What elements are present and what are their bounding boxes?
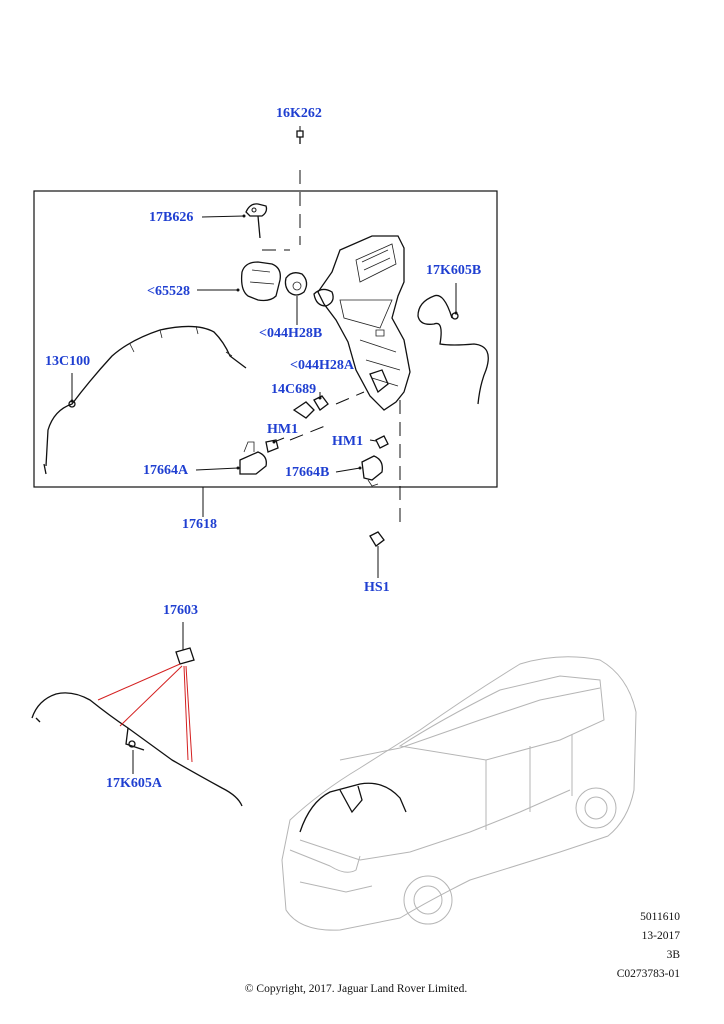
grommet-HM1-left — [265, 423, 331, 453]
callout-17664A: 17664A — [143, 463, 189, 478]
callout-044H28A: <044H28A — [290, 358, 354, 373]
callout-14C689: 14C689 — [271, 382, 317, 397]
reference-section: 3B — [666, 949, 680, 961]
callout-65528: <65528 — [147, 284, 190, 299]
hose-17K605B — [417, 283, 489, 405]
screw-16K262 — [296, 126, 304, 245]
callout-HM1-left: HM1 — [267, 422, 299, 437]
reference-block: 5011610 13-2017 3B C0273783-01 — [560, 908, 680, 984]
clip-044H28A — [335, 369, 389, 405]
harness-13C100 — [43, 325, 247, 475]
callout-HM1-right: HM1 — [332, 434, 364, 449]
assembly-frame — [33, 190, 498, 488]
reference-code: C0273783-01 — [616, 968, 680, 980]
callout-17618: 17618 — [182, 517, 217, 532]
pump-65528 — [197, 249, 308, 325]
callout-17K605A: 17K605A — [106, 776, 162, 791]
callout-16K262: 16K262 — [276, 106, 322, 121]
reference-date: 13-2017 — [641, 930, 680, 942]
washer-reservoir — [313, 235, 411, 480]
callout-044H28B: <044H28B — [259, 326, 323, 341]
pump-17664B — [335, 435, 389, 487]
sensor-14C689 — [292, 392, 329, 419]
callout-HS1: HS1 — [364, 580, 390, 595]
reference-number: 5011610 — [640, 911, 680, 923]
screw-HS1 — [369, 486, 401, 578]
callout-13C100: 13C100 — [45, 354, 91, 369]
copyright-notice: © Copyright, 2017. Jaguar Land Rover Lim… — [244, 983, 468, 995]
bracket-17B626 — [201, 203, 268, 239]
pump-17664A — [195, 441, 267, 475]
callout-17B626: 17B626 — [149, 210, 194, 225]
harness-17603 — [31, 622, 243, 807]
callout-17603: 17603 — [163, 603, 198, 618]
vehicle-illustration — [281, 656, 637, 931]
callout-17664B: 17664B — [285, 465, 330, 480]
callout-17K605B: 17K605B — [426, 263, 482, 278]
